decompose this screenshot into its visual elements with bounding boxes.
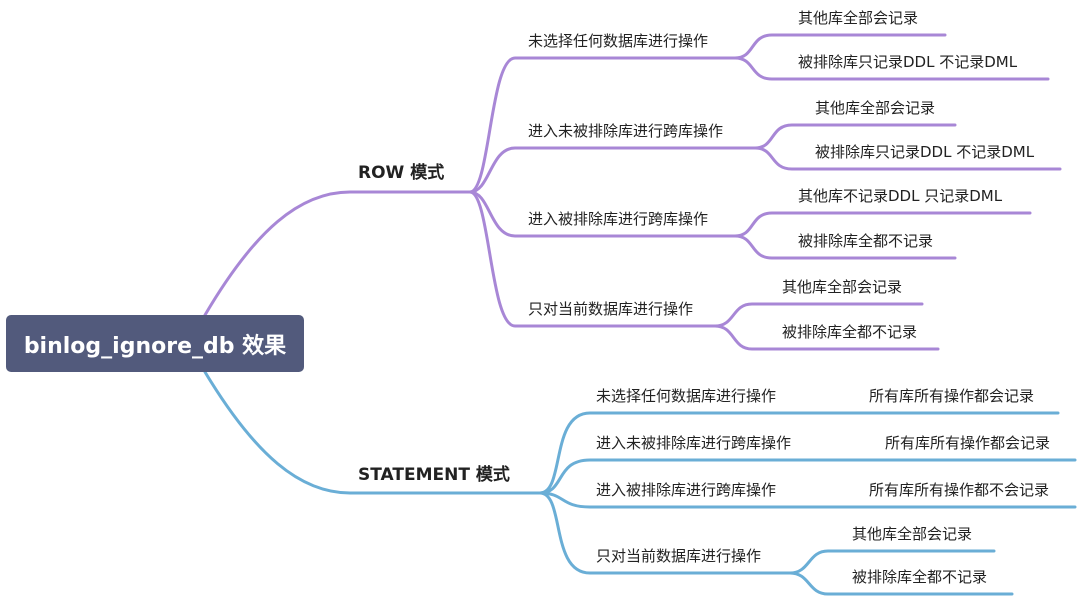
row-case-1-result-1[interactable]: 其他库全部会记录 [798,9,919,27]
row-case-1[interactable]: 未选择任何数据库进行操作 [528,32,709,50]
root-title: binlog_ignore_db 效果 [23,333,287,359]
row-case-2[interactable]: 进入未被排除库进行跨库操作 [528,122,724,140]
statement-case-1[interactable]: 未选择任何数据库进行操作 [596,387,777,405]
row-mode-label[interactable]: ROW 模式 [358,163,445,183]
statement-case-2[interactable]: 进入未被排除库进行跨库操作 [596,434,792,452]
root-node[interactable]: binlog_ignore_db 效果 [6,315,304,372]
row-case-3-result-1[interactable]: 其他库不记录DDL 只记录DML [798,187,1003,205]
statement-mode-label[interactable]: STATEMENT 模式 [358,465,510,485]
row-case-4-result-1[interactable]: 其他库全部会记录 [782,278,903,296]
row-case-3-result-2[interactable]: 被排除库全都不记录 [798,232,934,250]
statement-case-3-result[interactable]: 所有库所有操作都不会记录 [869,481,1050,499]
statement-case-1-result[interactable]: 所有库所有操作都会记录 [869,387,1035,405]
row-case-4[interactable]: 只对当前数据库进行操作 [528,300,694,318]
statement-case-4-result-1[interactable]: 其他库全部会记录 [852,525,973,543]
statement-case-4[interactable]: 只对当前数据库进行操作 [596,547,762,565]
statement-connectors [203,370,1077,596]
row-case-4-result-2[interactable]: 被排除库全都不记录 [782,323,918,341]
row-connectors [203,33,1062,351]
statement-case-4-result-2[interactable]: 被排除库全都不记录 [852,568,988,586]
row-case-1-result-2[interactable]: 被排除库只记录DDL 不记录DML [798,53,1018,71]
row-case-2-result-2[interactable]: 被排除库只记录DDL 不记录DML [815,143,1035,161]
row-case-3[interactable]: 进入被排除库进行跨库操作 [528,210,709,228]
statement-case-3[interactable]: 进入被排除库进行跨库操作 [596,481,777,499]
row-case-2-result-1[interactable]: 其他库全部会记录 [815,99,936,117]
statement-case-2-result[interactable]: 所有库所有操作都会记录 [885,434,1051,452]
